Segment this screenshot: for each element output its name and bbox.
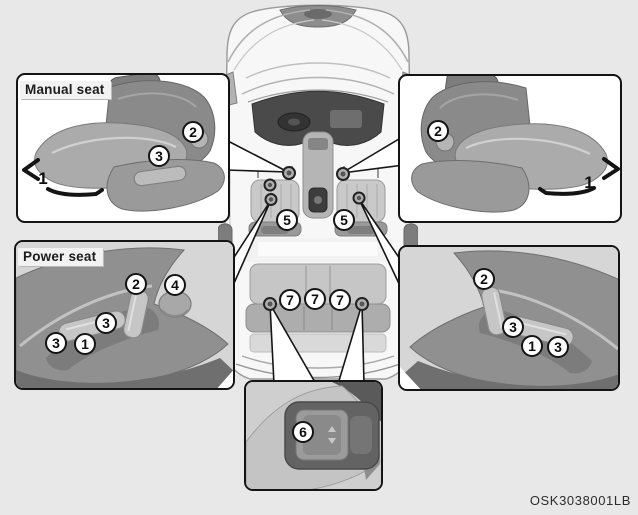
switch-down-mark <box>328 438 336 444</box>
callout-manual-left-1: 1 <box>38 168 48 188</box>
manual-seat-right-illustration <box>411 76 620 213</box>
cushion-highlight <box>465 137 591 155</box>
seat-side-panel <box>411 160 530 213</box>
switch-knob <box>303 415 341 455</box>
callout-heated-seat-left: 5 <box>276 209 298 231</box>
manual-seat-illustration <box>22 75 225 212</box>
callout-manual-left-3: 3 <box>148 145 170 167</box>
console-dark-corner <box>332 382 381 422</box>
cabin-floor-highlight <box>258 242 378 256</box>
callout-power-right-3-lower: 3 <box>547 336 569 358</box>
callout-manual-right-1: 1 <box>584 172 594 192</box>
callout-rear-seat-right: 7 <box>329 289 351 311</box>
console-switch-illustration <box>246 382 381 489</box>
a-pillar-right-inner <box>321 19 403 71</box>
callout-manual-left-2: 2 <box>182 121 204 143</box>
roof-detail <box>304 9 332 19</box>
seat-side-panel <box>106 159 225 212</box>
callout-power-left-3-upper: 3 <box>95 312 117 334</box>
console-vent <box>308 138 328 150</box>
power-seat-box: Power seat <box>14 240 235 390</box>
seat-base-bottom <box>16 358 233 388</box>
cushion-highlight <box>51 136 177 154</box>
seatback-seam <box>439 93 519 109</box>
steering-hub <box>288 118 300 126</box>
callout-console-switch: 6 <box>292 421 314 443</box>
manual-seat-box-right <box>398 74 622 223</box>
callout-rear-seat-center: 7 <box>304 288 326 310</box>
trunk-line <box>235 363 401 379</box>
a-pillar-left-inner <box>233 19 315 71</box>
power-seat-label: Power seat <box>18 248 104 266</box>
callout-rear-seat-left: 7 <box>279 289 301 311</box>
callout-manual-right-2: 2 <box>427 120 449 142</box>
manual-seat-label: Manual seat <box>20 81 112 99</box>
bezel-grip <box>350 416 372 454</box>
seat-base-bottom <box>400 361 618 389</box>
a-pillar-left <box>227 9 311 63</box>
gear-shifter-knob <box>314 196 322 204</box>
console-switch-box <box>244 380 383 491</box>
callout-power-left-3-lower: 3 <box>45 332 67 354</box>
slide-bar-bracket <box>538 157 620 196</box>
power-seat-illustration <box>16 242 233 388</box>
callout-power-right-2: 2 <box>473 268 495 290</box>
manual-seat-box: Manual seat <box>16 73 230 223</box>
windshield-base-line <box>241 76 395 95</box>
seatback-seam <box>117 92 197 108</box>
lumbar-knob-shade <box>161 309 189 317</box>
slide-bar-bracket <box>22 158 104 197</box>
hood-line <box>245 62 391 79</box>
dashboard-display <box>330 110 362 128</box>
callout-heated-seat-right: 5 <box>333 209 355 231</box>
switch-up-mark <box>328 426 336 432</box>
callout-power-left-1: 1 <box>74 333 96 355</box>
callout-power-left-2: 2 <box>125 273 147 295</box>
car-top-view-illustration <box>218 4 418 380</box>
rear-shelf <box>249 333 387 353</box>
cowl-line <box>247 89 389 103</box>
callout-power-right-3-upper: 3 <box>502 316 524 338</box>
rear-window-line <box>241 355 395 369</box>
callout-power-left-4: 4 <box>164 274 186 296</box>
callout-power-right-1: 1 <box>521 335 543 357</box>
a-pillar-right <box>325 9 409 63</box>
figure-code: OSK3038001LB <box>529 493 631 508</box>
